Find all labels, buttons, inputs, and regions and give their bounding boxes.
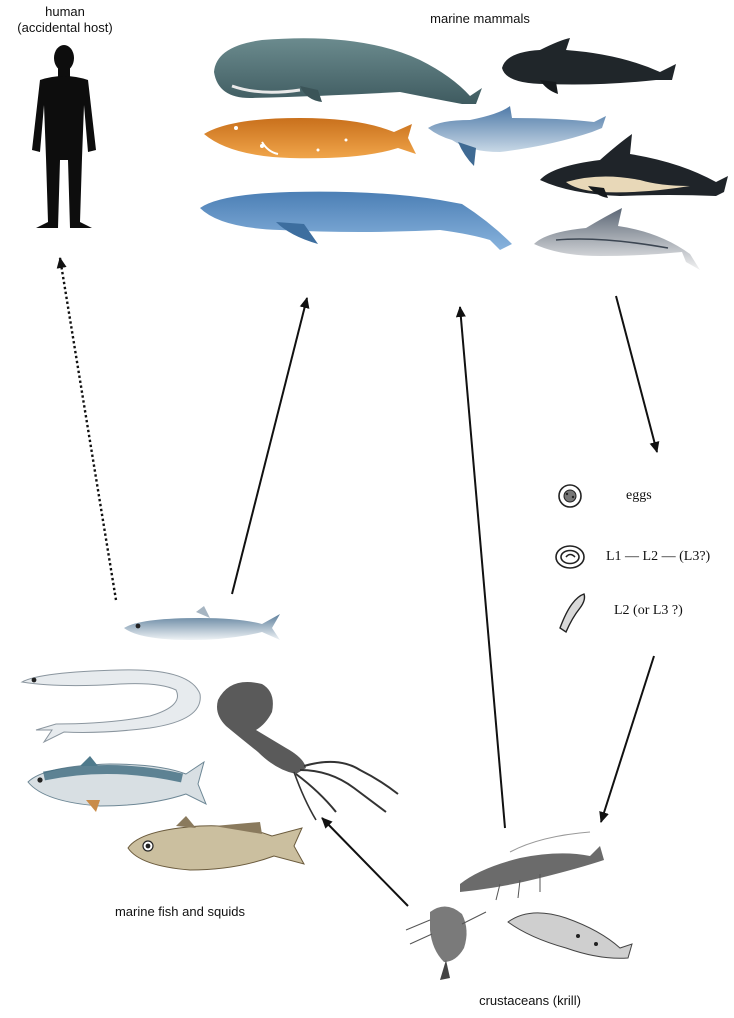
mackerel-icon	[28, 756, 206, 812]
fish-squids-label: marine fish and squids	[60, 904, 300, 920]
l2-stage-label: L2 (or L3 ?)	[614, 603, 724, 619]
arrow-fish-to-human	[60, 258, 116, 600]
larva-icon	[560, 594, 585, 632]
squid-icon	[217, 682, 398, 820]
human-silhouette-icon	[32, 45, 96, 228]
cutlassfish-icon	[22, 670, 200, 742]
coiled-larva-icon	[556, 546, 584, 568]
krill-icon-1	[460, 832, 604, 900]
beaked-whale-icon	[204, 118, 416, 158]
krill-icon-3	[508, 913, 632, 958]
arrow-larvae-to-krill	[601, 656, 654, 822]
krill-icon-2	[406, 906, 486, 980]
arrow-fish-to-mammals	[232, 298, 307, 594]
pilot-whale-icon	[502, 38, 676, 94]
sperm-whale-icon	[214, 38, 482, 104]
eggs-label: eggs	[626, 488, 686, 504]
human-label-line2: (accidental host)	[0, 20, 130, 36]
marine-mammals-label: marine mammals	[400, 11, 560, 27]
egg-icon	[559, 485, 581, 507]
human-label: human (accidental host)	[0, 4, 130, 36]
anchovy-icon	[124, 606, 280, 640]
bottlenose-dolphin-icon	[428, 106, 606, 166]
arrow-krill-to-fish	[322, 818, 408, 906]
crustaceans-label: crustaceans (krill)	[440, 993, 620, 1009]
arrow-krill-to-mammals	[460, 307, 505, 828]
human-label-line1: human	[0, 4, 130, 20]
horse-mackerel-icon	[128, 816, 304, 870]
striped-dolphin-icon	[534, 208, 700, 270]
larvae-stage-label: L1 — L2 — (L3?)	[606, 549, 732, 565]
common-dolphin-icon	[540, 134, 728, 198]
arrow-mammals-to-eggs	[616, 296, 657, 452]
blue-whale-icon	[200, 192, 512, 250]
